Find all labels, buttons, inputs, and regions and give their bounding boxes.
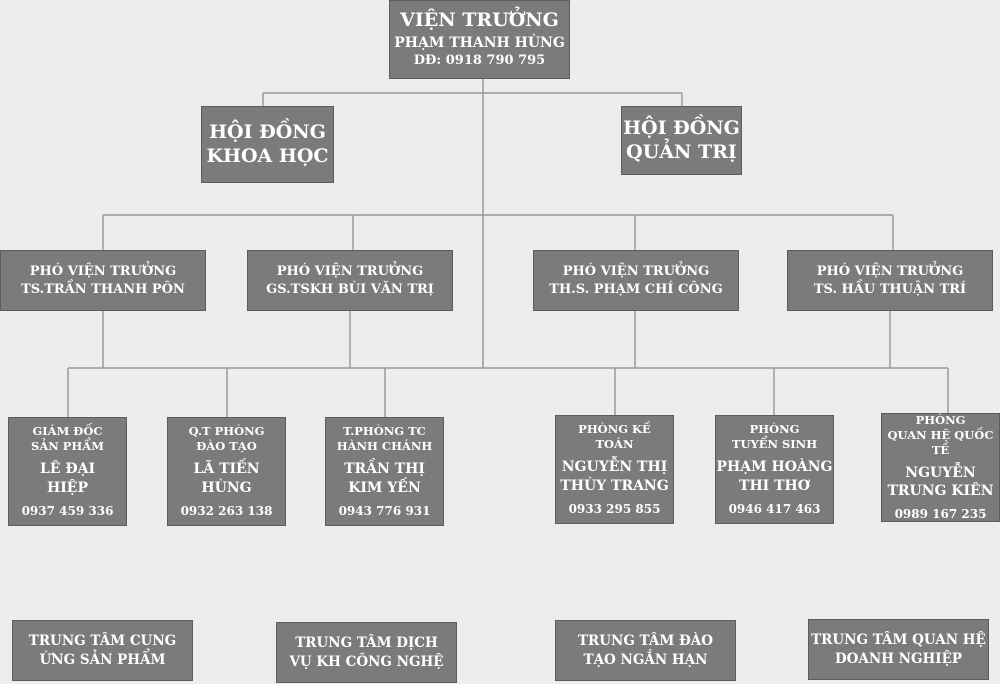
department-role: T.PHÒNG TC	[343, 424, 426, 439]
vice-director-name: TH.S. PHẠM CHÍ CÔNG	[549, 281, 723, 297]
department-head-name: LÊ ĐẠI	[39, 461, 96, 478]
department-role: PHÒNG	[915, 413, 966, 428]
department-role: Q.T PHÒNG	[188, 424, 265, 439]
department-head-name: HIỆP	[47, 479, 88, 496]
center-line1: TRUNG TÂM QUAN HỆ	[811, 632, 986, 649]
vice-director-name: GS.TSKH BÙI VĂN TRỊ	[266, 281, 434, 297]
vice-director-name: TS.TRẦN THANH PÔN	[21, 281, 185, 297]
department-phone: 0946 417 463	[728, 501, 821, 516]
management-council-box: HỘI ĐỒNG QUẢN TRỊ	[621, 106, 742, 175]
department-phone: 0937 459 336	[21, 503, 114, 518]
vice-director-title: PHÓ VIỆN TRƯỞNG	[29, 263, 177, 279]
department-box: Q.T PHÒNG ĐÀO TẠO LÃ TIẾN HÙNG 0932 263 …	[167, 417, 286, 526]
science-council-box: HỘI ĐỒNG KHOA HỌC	[201, 106, 334, 183]
department-box: T.PHÒNG TC HÀNH CHÁNH TRẦN THỊ KIM YẾN 0…	[325, 417, 444, 526]
center-box: TRUNG TÂM ĐÀO TẠO NGẮN HẠN	[555, 620, 736, 681]
council-line2: QUẢN TRỊ	[626, 140, 737, 163]
department-head-name: PHẠM HOÀNG	[716, 459, 833, 476]
department-role: QUAN HỆ QUỐC TẾ	[887, 427, 994, 457]
department-phone: 0943 776 931	[338, 503, 431, 518]
center-box: TRUNG TÂM CUNG ỨNG SẢN PHẨM	[12, 620, 193, 681]
director-title: VIỆN TRƯỞNG	[400, 9, 559, 32]
director-box: VIỆN TRƯỞNG PHẠM THANH HÙNG DĐ: 0918 790…	[389, 0, 570, 79]
vice-director-box: PHÓ VIỆN TRƯỞNG TS.TRẦN THANH PÔN	[0, 250, 206, 311]
department-role: TUYỂN SINH	[731, 437, 818, 452]
center-line1: TRUNG TÂM DỊCH	[295, 635, 438, 652]
vice-director-title: PHÓ VIỆN TRƯỞNG	[562, 263, 710, 279]
center-box: TRUNG TÂM QUAN HỆ DOANH NGHIỆP	[808, 619, 989, 680]
department-phone: 0932 263 138	[180, 503, 273, 518]
center-line2: ỨNG SẢN PHẨM	[39, 651, 166, 668]
department-head-name: LÃ TIẾN	[193, 461, 260, 478]
vice-director-name: TS. HẦU THUẬN TRÍ	[813, 281, 967, 297]
center-line2: DOANH NGHIỆP	[834, 650, 963, 667]
director-phone: DĐ: 0918 790 795	[413, 53, 546, 68]
department-head-name: THÙY TRANG	[560, 477, 669, 494]
center-line1: TRUNG TÂM ĐÀO	[577, 633, 714, 650]
department-head-name: NGUYỄN	[905, 464, 976, 481]
center-line2: TẠO NGẮN HẠN	[583, 651, 708, 668]
vice-director-box: PHÓ VIỆN TRƯỞNG GS.TSKH BÙI VĂN TRỊ	[247, 250, 453, 311]
department-box: PHÒNG TUYỂN SINH PHẠM HOÀNG THI THƠ 0946…	[715, 415, 834, 524]
center-line1: TRUNG TÂM CUNG	[28, 633, 177, 650]
director-name: PHẠM THANH HÙNG	[394, 34, 565, 51]
vice-director-box: PHÓ VIỆN TRƯỞNG TS. HẦU THUẬN TRÍ	[787, 250, 993, 311]
department-role: PHÒNG	[749, 422, 800, 437]
department-box: PHÒNG KẾ TOÁN NGUYỄN THỊ THÙY TRANG 0933…	[555, 415, 674, 524]
department-head-name: HÙNG	[201, 479, 252, 496]
council-line2: KHOA HỌC	[206, 144, 329, 167]
department-role: TOÁN	[595, 437, 634, 452]
department-head-name: TRẦN THỊ	[344, 461, 425, 478]
department-role: GIÁM ĐỐC	[32, 424, 103, 439]
department-head-name: NGUYỄN THỊ	[561, 459, 668, 476]
center-box: TRUNG TÂM DỊCH VỤ KH CÔNG NGHỆ	[276, 622, 457, 683]
department-head-name: THI THƠ	[739, 477, 810, 494]
vice-director-title: PHÓ VIỆN TRƯỞNG	[816, 263, 964, 279]
department-role: ĐÀO TẠO	[196, 439, 257, 454]
council-line1: HỘI ĐỒNG	[209, 120, 326, 143]
council-line1: HỘI ĐỒNG	[623, 116, 740, 139]
vice-director-title: PHÓ VIỆN TRƯỞNG	[276, 263, 424, 279]
department-box: PHÒNG QUAN HỆ QUỐC TẾ NGUYỄN TRUNG KIÊN …	[881, 413, 1000, 522]
department-phone: 0933 295 855	[568, 501, 661, 516]
department-head-name: KIM YẾN	[348, 479, 421, 496]
department-role: SẢN PHẨM	[31, 439, 104, 454]
department-role: PHÒNG KẾ	[578, 422, 651, 437]
department-phone: 0989 167 235	[894, 507, 987, 522]
center-line2: VỤ KH CÔNG NGHỆ	[289, 653, 444, 670]
department-box: GIÁM ĐỐC SẢN PHẨM LÊ ĐẠI HIỆP 0937 459 3…	[8, 417, 127, 526]
department-head-name: TRUNG KIÊN	[887, 483, 994, 500]
department-role: HÀNH CHÁNH	[336, 439, 433, 454]
vice-director-box: PHÓ VIỆN TRƯỞNG TH.S. PHẠM CHÍ CÔNG	[533, 250, 739, 311]
